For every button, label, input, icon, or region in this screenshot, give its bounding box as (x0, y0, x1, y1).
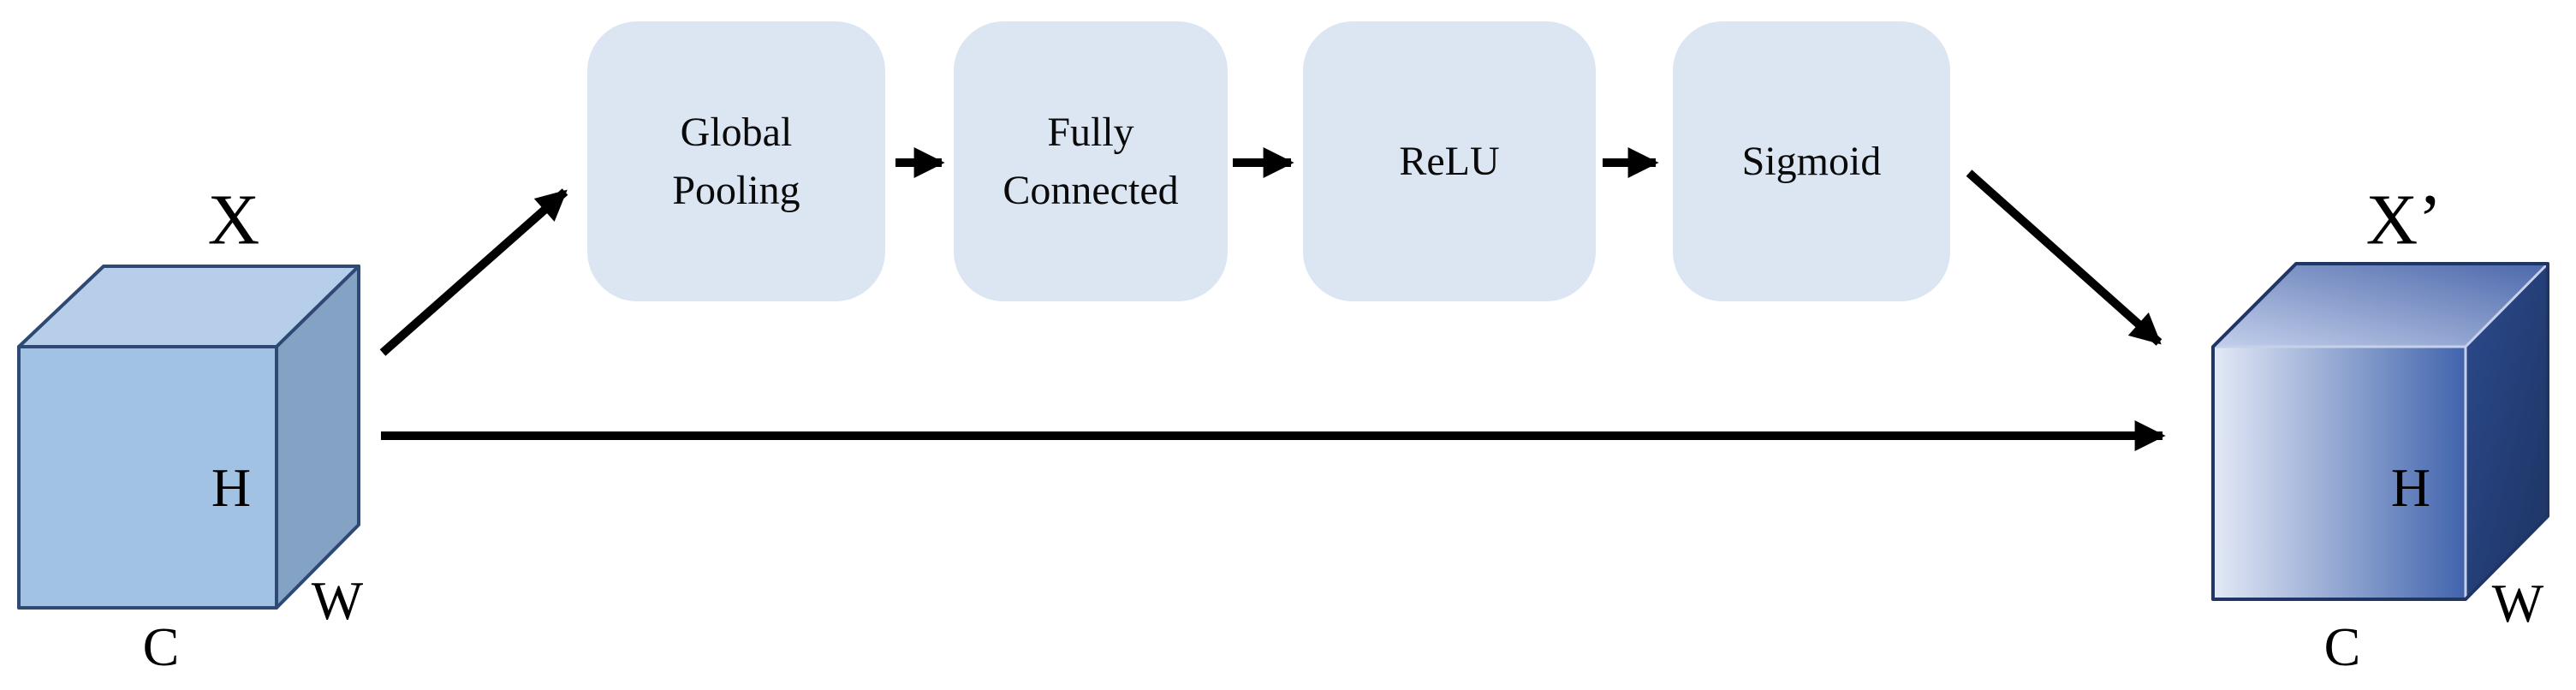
output-cube-edge-seams (2213, 262, 2549, 599)
input-tensor-width-label: W (311, 570, 364, 631)
block-sigmoid: Sigmoid (1673, 21, 1950, 301)
block-sigmoid-label: Sigmoid (1741, 138, 1882, 184)
arrow-input-to-global-pooling (379, 188, 568, 356)
input-tensor-channels-label: C (142, 616, 180, 677)
output-tensor-width-label: W (2491, 573, 2544, 633)
output-tensor-cube (2211, 262, 2549, 601)
block-fully-connected-label: Fully Connected (1002, 110, 1179, 213)
block-relu-label: ReLU (1399, 138, 1500, 184)
block-global-pooling: Global Pooling (587, 21, 885, 301)
output-tensor-height-label: H (2390, 457, 2431, 518)
input-tensor-cube (17, 265, 360, 610)
block-relu: ReLU (1303, 21, 1596, 301)
output-cube-top-face (2213, 264, 2548, 347)
output-tensor-channels-label: C (2323, 616, 2361, 677)
input-tensor-height-label: H (211, 457, 252, 518)
output-cube-front-face (2213, 347, 2466, 599)
output-tensor-name: X’ (2365, 180, 2442, 260)
block-global-pooling-label: Global Pooling (672, 110, 800, 213)
output-cube-outline (2211, 262, 2549, 601)
flow-arrows (379, 147, 2166, 451)
arrow-sigmoid-to-output (1966, 170, 2163, 346)
block-fully-connected: Fully Connected (954, 21, 1228, 301)
input-cube-front-face (17, 345, 278, 610)
input-tensor-name: X (207, 180, 260, 260)
output-cube-side-face (2466, 264, 2548, 599)
